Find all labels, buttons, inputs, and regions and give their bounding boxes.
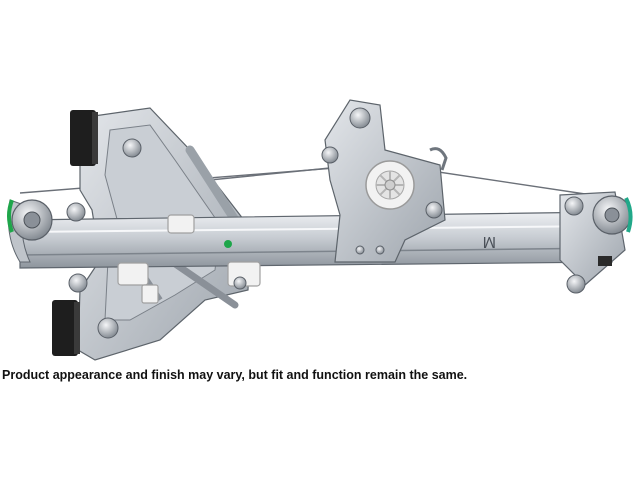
bolt bbox=[66, 138, 586, 339]
disclaimer-caption: Product appearance and finish may vary, … bbox=[2, 368, 468, 382]
cable-drum bbox=[365, 160, 415, 210]
product-photo: M bbox=[7, 99, 633, 361]
right-pulley bbox=[559, 191, 633, 286]
rubber-pad bbox=[52, 110, 98, 356]
part-stamp: M bbox=[483, 233, 496, 250]
green-marker bbox=[224, 240, 232, 248]
guide-rail bbox=[19, 211, 613, 269]
left-pulley bbox=[7, 199, 53, 263]
